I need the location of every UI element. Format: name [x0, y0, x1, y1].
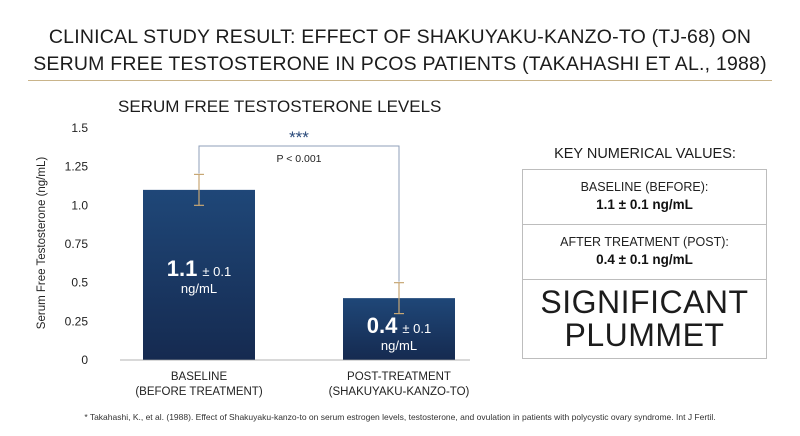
after-label: AFTER TREATMENT (POST): — [560, 235, 729, 249]
y-tick-label: 0.25 — [65, 314, 89, 328]
baseline-row: BASELINE (BEFORE): 1.1 ± 0.1 ng/mL — [523, 170, 766, 225]
title-divider — [28, 80, 772, 81]
key-values-box: BASELINE (BEFORE): 1.1 ± 0.1 ng/mL AFTER… — [522, 169, 767, 359]
x-category-label: (SHAKUYAKU-KANZO-TO) — [329, 386, 470, 398]
y-tick-label: 1.5 — [71, 121, 88, 135]
after-row: AFTER TREATMENT (POST): 0.4 ± 0.1 ng/mL — [523, 225, 766, 280]
footnote: * Takahashi, K., et al. (1988). Effect o… — [84, 412, 716, 422]
significance-bracket — [198, 145, 400, 282]
chart-title: SERUM FREE TESTOSTERONE LEVELS — [118, 97, 441, 116]
x-category-label: POST-TREATMENT — [347, 371, 451, 383]
p-value-label: P < 0.001 — [276, 153, 321, 165]
main-title: CLINICAL STUDY RESULT: EFFECT OF SHAKUYA… — [10, 24, 790, 78]
bar — [143, 189, 255, 360]
baseline-value: 1.1 ± 0.1 ng/mL — [596, 197, 693, 212]
conclusion-line-2: PLUMMET — [564, 317, 725, 353]
y-tick-label: 1.0 — [71, 198, 88, 212]
conclusion-line-1: SIGNIFICANT — [540, 284, 749, 320]
bar-unit-label: ng/mL — [381, 338, 417, 353]
key-values-heading: KEY NUMERICAL VALUES: — [554, 146, 736, 162]
y-tick-label: 0.75 — [65, 237, 89, 251]
bar-value-label: 1.1± 0.1 — [167, 256, 231, 281]
after-value: 0.4 ± 0.1 ng/mL — [596, 252, 693, 267]
main-title-line-2: SERUM FREE TESTOSTERONE IN PCOS PATIENTS… — [33, 53, 767, 75]
bar-unit-label: ng/mL — [181, 281, 217, 296]
baseline-label: BASELINE (BEFORE): — [580, 180, 709, 194]
y-tick-label: 1.25 — [65, 160, 89, 174]
x-category-label: BASELINE — [171, 371, 228, 383]
y-tick-label: 0.5 — [71, 276, 88, 290]
y-axis-label: Serum Free Testosterone (ng/mL) — [36, 157, 48, 330]
x-category-label: (BEFORE TREATMENT) — [135, 386, 263, 398]
main-title-line-1: CLINICAL STUDY RESULT: EFFECT OF SHAKUYA… — [48, 26, 752, 48]
y-tick-label: 0 — [81, 353, 88, 367]
conclusion-row: SIGNIFICANT PLUMMET — [523, 280, 766, 358]
bar-value-label: 0.4± 0.1 — [367, 313, 431, 338]
significance-stars: *** — [289, 128, 309, 147]
